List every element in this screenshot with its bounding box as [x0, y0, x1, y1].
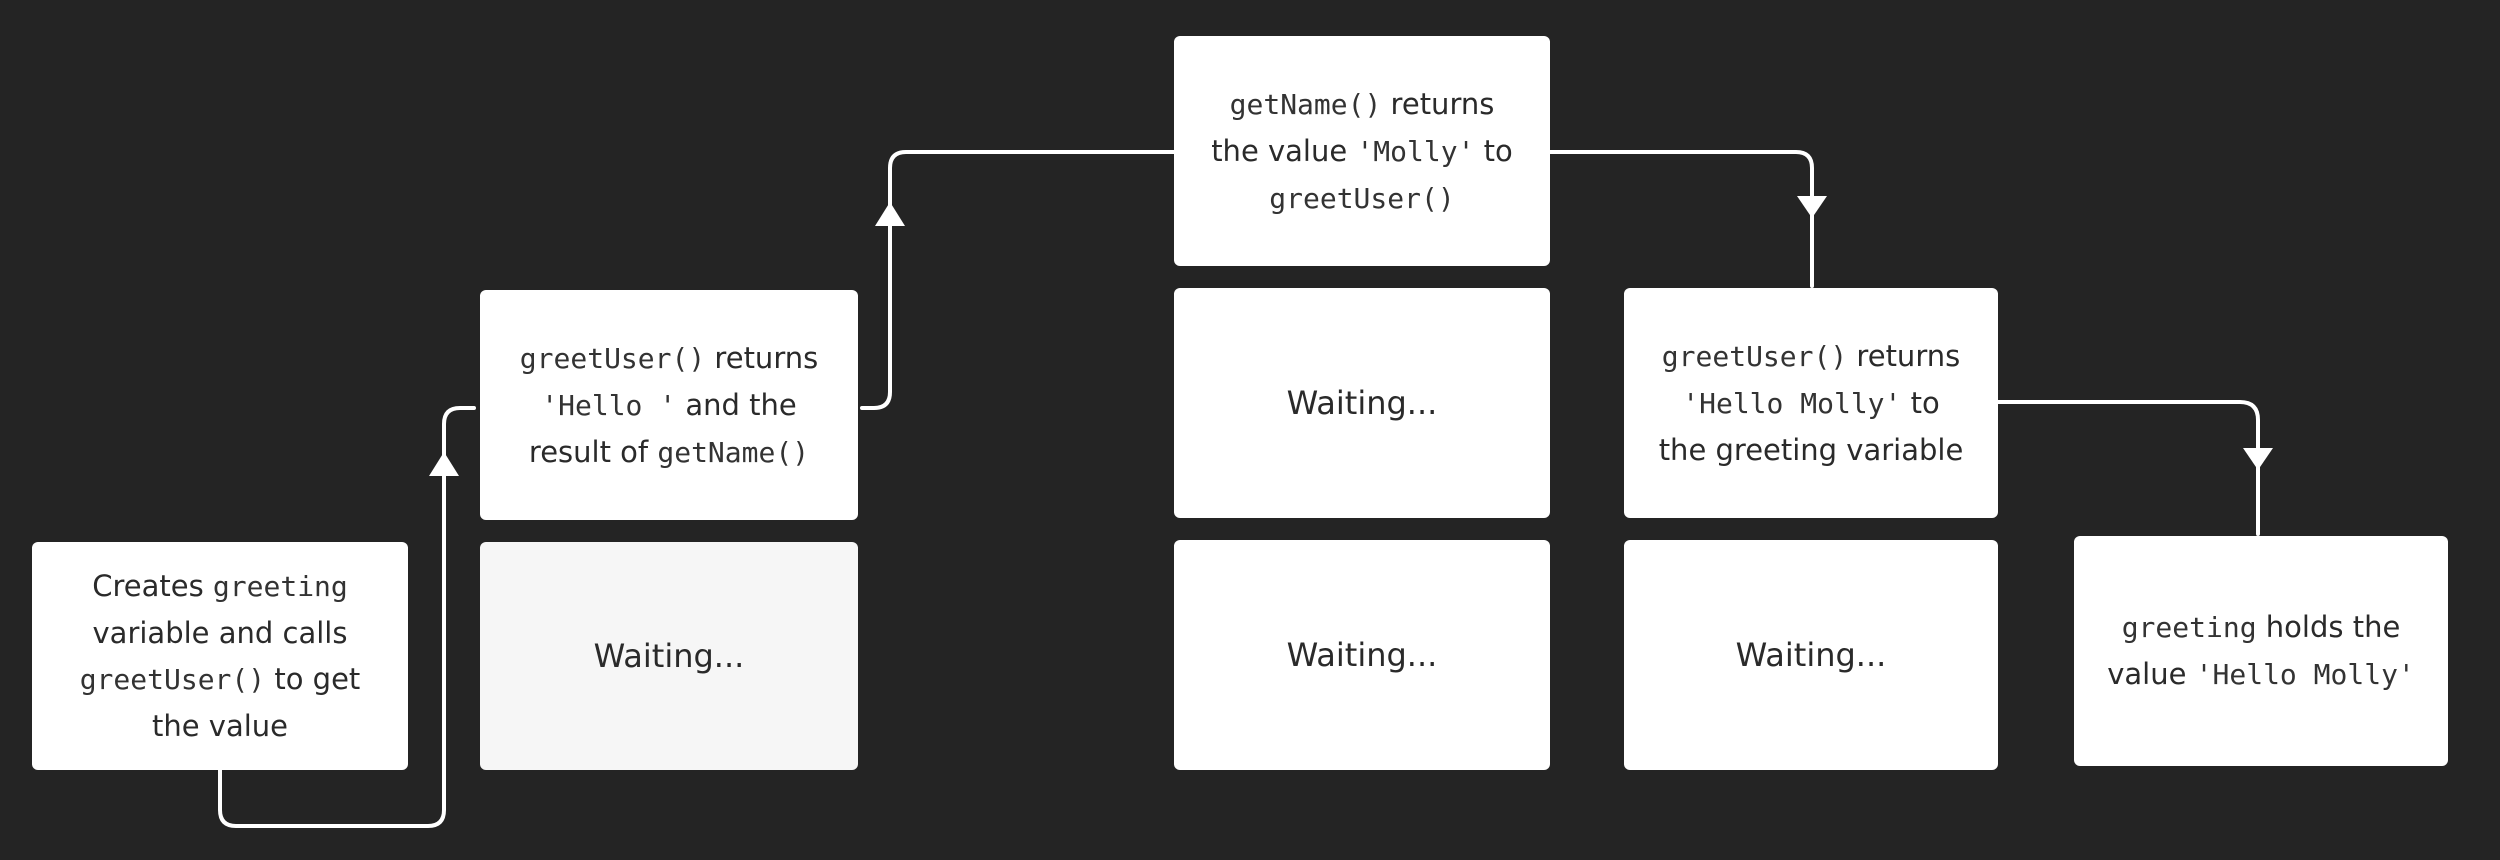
- text-line: greetUser() returns: [520, 335, 818, 382]
- text-line: greetUser(): [1211, 175, 1513, 222]
- code-fragment: greeting: [2121, 611, 2257, 644]
- code-fragment: 'Hello Molly': [1682, 387, 1902, 420]
- box-waiting: Waiting...: [1174, 540, 1550, 770]
- waiting-label: Waiting...: [1286, 384, 1438, 422]
- code-fragment: 'Molly': [1356, 134, 1475, 168]
- arrow-down-icon: [1797, 196, 1827, 218]
- connector-into-getname: [888, 150, 1176, 206]
- text-fragment: the value: [1211, 133, 1357, 168]
- text-fragment: returns: [1381, 86, 1495, 121]
- box-waiting: Waiting...: [1174, 288, 1550, 518]
- arrow-down-icon: [2243, 448, 2273, 470]
- box-waiting: Waiting...: [480, 542, 858, 770]
- text-fragment: value: [2107, 657, 2196, 691]
- code-fragment: 'Hello Molly': [2195, 658, 2415, 691]
- text-line: 'Hello Molly' to: [1659, 380, 1964, 427]
- text-fragment: the value: [151, 709, 288, 743]
- code-fragment: greetUser(): [1661, 340, 1848, 373]
- text-line: 'Hello ' and the: [520, 382, 818, 429]
- text-fragment: returns: [1847, 339, 1961, 373]
- text-line: result of getName(): [520, 429, 818, 476]
- text-fragment: holds the: [2256, 610, 2401, 644]
- text-line: getName() returns: [1211, 81, 1513, 128]
- connector-creates-to-greetuser: [218, 470, 446, 828]
- code-fragment: greetUser(): [1269, 181, 1455, 215]
- code-fragment: getName(): [657, 435, 810, 469]
- connector-greetuser-up-to-getname: [860, 202, 892, 410]
- text-fragment: result of: [528, 434, 658, 469]
- connector-getname-to-return: [1546, 150, 1814, 288]
- waiting-label: Waiting...: [1735, 636, 1887, 674]
- text-line: the value: [80, 703, 361, 749]
- connector-greetuser-to-getname: [442, 406, 476, 474]
- text-fragment: returns: [705, 340, 819, 375]
- text-line: variable and calls: [80, 610, 361, 656]
- text-fragment: Creates: [92, 569, 213, 603]
- text-line: the value 'Molly' to: [1211, 128, 1513, 175]
- code-fragment: getName(): [1229, 87, 1382, 121]
- code-fragment: greetUser(): [79, 663, 266, 696]
- box-waiting: Waiting...: [1624, 540, 1998, 770]
- text-fragment: the greeting variable: [1658, 433, 1964, 467]
- arrow-up-icon: [875, 202, 905, 226]
- text-line: greetUser() to get: [80, 656, 361, 703]
- text-fragment: variable and calls: [92, 616, 348, 650]
- text-line: greeting holds the: [2107, 604, 2415, 651]
- box-creates-greeting: Creates greeting variable and calls greetU…: [32, 542, 408, 770]
- code-fragment: 'Hello ': [541, 388, 677, 422]
- text-fragment: to: [1901, 386, 1940, 420]
- text-line: the greeting variable: [1659, 427, 1964, 473]
- box-text: Creates greeting variable and calls greetU…: [80, 563, 361, 749]
- text-fragment: and the: [676, 387, 797, 422]
- text-line: value 'Hello Molly': [2107, 651, 2415, 698]
- waiting-label: Waiting...: [593, 637, 745, 675]
- connector-return-to-greeting: [1996, 400, 2260, 536]
- text-fragment: to get: [265, 662, 361, 696]
- text-fragment: to: [1474, 133, 1513, 168]
- code-fragment: greeting: [212, 570, 348, 603]
- code-fragment: greetUser(): [519, 341, 706, 375]
- arrow-up-icon: [429, 452, 459, 476]
- text-line: Creates greeting: [80, 563, 361, 610]
- waiting-label: Waiting...: [1286, 636, 1438, 674]
- text-line: greetUser() returns: [1659, 333, 1964, 380]
